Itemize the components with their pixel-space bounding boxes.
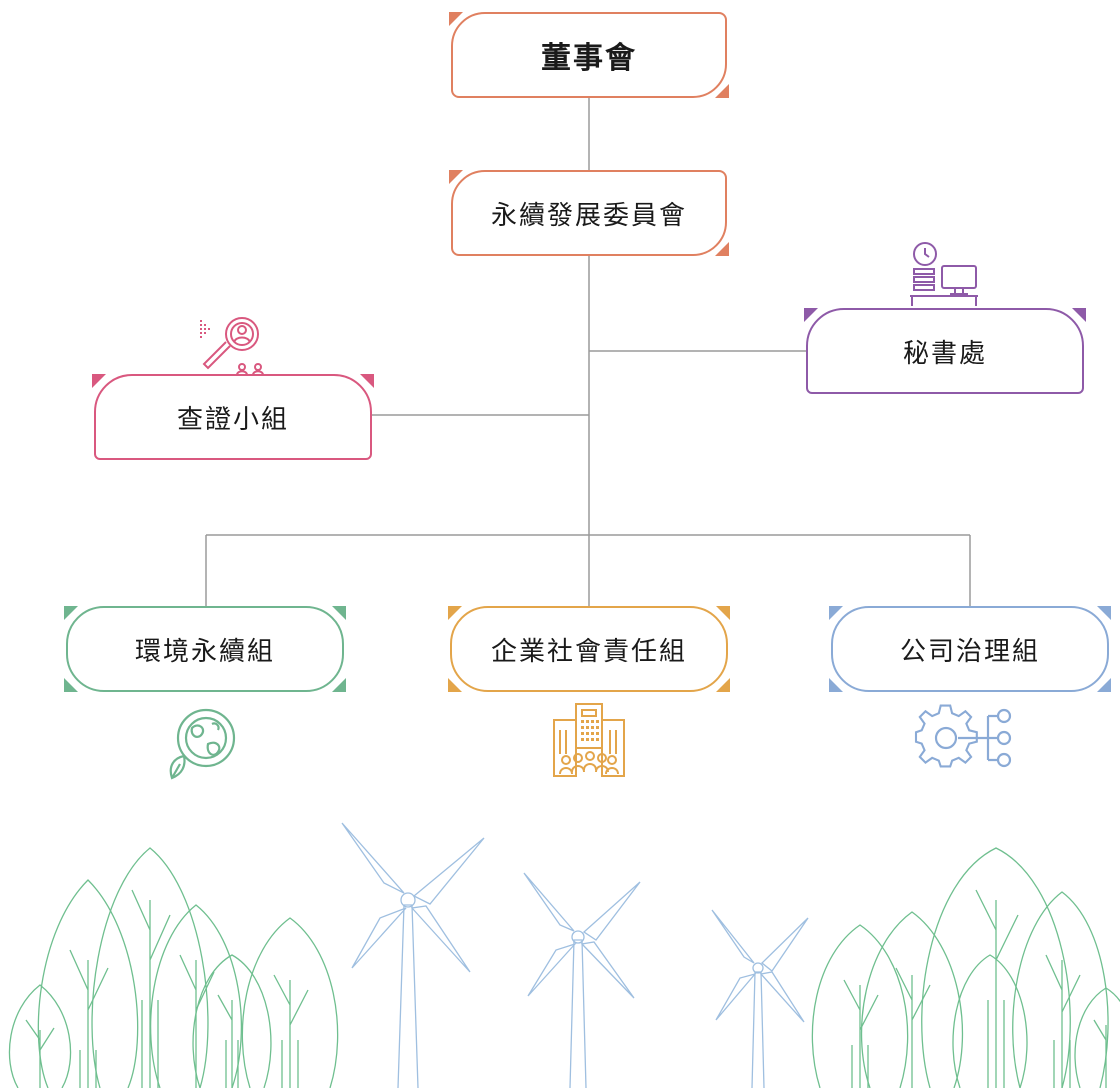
corner-accent bbox=[804, 308, 818, 322]
corner-accent bbox=[1097, 678, 1111, 692]
tree-icon bbox=[895, 967, 931, 1088]
corner-accent bbox=[92, 374, 106, 388]
tree-icon bbox=[1012, 891, 1109, 1088]
tree-icon bbox=[131, 889, 171, 1088]
tree-icon bbox=[217, 994, 239, 1088]
tree-icon bbox=[952, 954, 1028, 1088]
clock-desk-computer-icon bbox=[910, 242, 978, 306]
node-board-label: 董事會 bbox=[541, 41, 637, 76]
node-environment-team[interactable]: 環境永續組 bbox=[66, 606, 344, 692]
windmill-group bbox=[341, 822, 809, 1088]
tree-group-right bbox=[811, 847, 1120, 1088]
corner-accent bbox=[716, 606, 730, 620]
node-sustainability-committee[interactable]: 永續發展委員會 bbox=[451, 170, 727, 256]
node-environment-team-label: 環境永續組 bbox=[134, 636, 275, 667]
node-audit-team[interactable]: 查證小組 bbox=[94, 374, 372, 460]
corner-accent bbox=[449, 12, 463, 26]
corner-accent bbox=[448, 678, 462, 692]
gear-network-icon bbox=[914, 704, 1012, 768]
corner-accent bbox=[332, 606, 346, 620]
corner-accent bbox=[448, 606, 462, 620]
node-sustainability-committee-label: 永續發展委員會 bbox=[490, 200, 687, 231]
tree-icon bbox=[69, 949, 109, 1088]
corner-accent bbox=[64, 678, 78, 692]
tree-icon bbox=[1045, 954, 1081, 1088]
tree-icon bbox=[273, 974, 309, 1088]
tree-icon bbox=[91, 847, 209, 1088]
globe-leaf-icon bbox=[169, 708, 236, 780]
node-audit-team-label: 查證小組 bbox=[176, 404, 289, 435]
tree-icon bbox=[843, 979, 879, 1088]
tree-icon bbox=[860, 911, 964, 1088]
node-csr-team-label: 企業社會責任組 bbox=[490, 636, 687, 667]
windmill-icon bbox=[341, 822, 485, 1088]
corner-accent bbox=[1097, 606, 1111, 620]
windmill-icon bbox=[523, 872, 641, 1088]
tree-icon bbox=[37, 879, 139, 1088]
node-secretariat-label: 秘書處 bbox=[902, 338, 987, 369]
tree-icon bbox=[8, 984, 72, 1088]
tree-icon bbox=[241, 917, 339, 1088]
node-csr-team[interactable]: 企業社會責任組 bbox=[450, 606, 728, 692]
corner-accent bbox=[64, 606, 78, 620]
corner-accent bbox=[1072, 308, 1086, 322]
corner-accent bbox=[715, 84, 729, 98]
magnifier-people-icon bbox=[200, 317, 264, 376]
building-people-icon bbox=[553, 703, 625, 777]
tree-icon bbox=[1093, 1019, 1107, 1088]
tree-icon bbox=[811, 924, 909, 1088]
corner-accent bbox=[360, 374, 374, 388]
tree-group-left bbox=[8, 847, 339, 1088]
corner-accent bbox=[332, 678, 346, 692]
tree-icon bbox=[975, 889, 1019, 1088]
corner-accent bbox=[829, 678, 843, 692]
tree-icon bbox=[921, 847, 1071, 1088]
corner-accent bbox=[449, 170, 463, 184]
windmill-icon bbox=[711, 909, 809, 1088]
corner-accent bbox=[715, 242, 729, 256]
node-board[interactable]: 董事會 bbox=[451, 12, 727, 98]
corner-accent bbox=[716, 678, 730, 692]
node-secretariat[interactable]: 秘書處 bbox=[806, 308, 1084, 394]
node-governance-team[interactable]: 公司治理組 bbox=[831, 606, 1109, 692]
corner-accent bbox=[829, 606, 843, 620]
tree-icon bbox=[192, 954, 272, 1088]
tree-icon bbox=[150, 904, 242, 1088]
tree-icon bbox=[1074, 987, 1120, 1088]
node-governance-team-label: 公司治理組 bbox=[899, 636, 1040, 667]
